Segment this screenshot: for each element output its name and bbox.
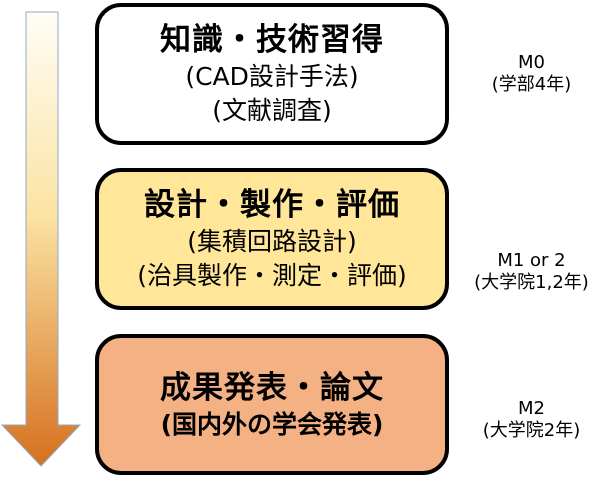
stage-detail: (文献調査) [212, 96, 332, 125]
stage-detail: (CAD設計手法) [185, 62, 359, 91]
stage-publication-box: 成果発表・論文 (国内外の学会発表) [95, 334, 449, 475]
stage-title: 知識・技術習得 [160, 22, 384, 58]
stage-knowledge-box: 知識・技術習得 (CAD設計手法) (文献調査) [95, 3, 449, 145]
stage-title: 成果発表・論文 [160, 369, 384, 406]
period-label-stage-2: M1 or 2 (大学院1,2年) [452, 250, 611, 294]
stage-detail: (治具製作・測定・評価) [137, 261, 407, 290]
period-label-stage-3: M2 (大学院2年) [452, 398, 611, 442]
period-year: (大学院2年) [482, 420, 581, 441]
timeline-arrow-shape [0, 11, 82, 467]
stage-detail: (国内外の学会発表) [160, 409, 384, 439]
period-year: (大学院1,2年) [474, 272, 589, 293]
stage-detail: (集積回路設計) [187, 227, 357, 256]
period-label-stage-1: M0 (学部4年) [452, 52, 611, 96]
stage-design-box: 設計・製作・評価 (集積回路設計) (治具製作・測定・評価) [95, 168, 449, 310]
period-code: M0 [518, 52, 545, 73]
down-arrow-icon [0, 11, 82, 467]
stage-title: 設計・製作・評価 [144, 187, 400, 223]
period-year: (学部4年) [491, 74, 572, 95]
period-code: M1 or 2 [497, 250, 566, 271]
period-code: M2 [518, 398, 545, 419]
